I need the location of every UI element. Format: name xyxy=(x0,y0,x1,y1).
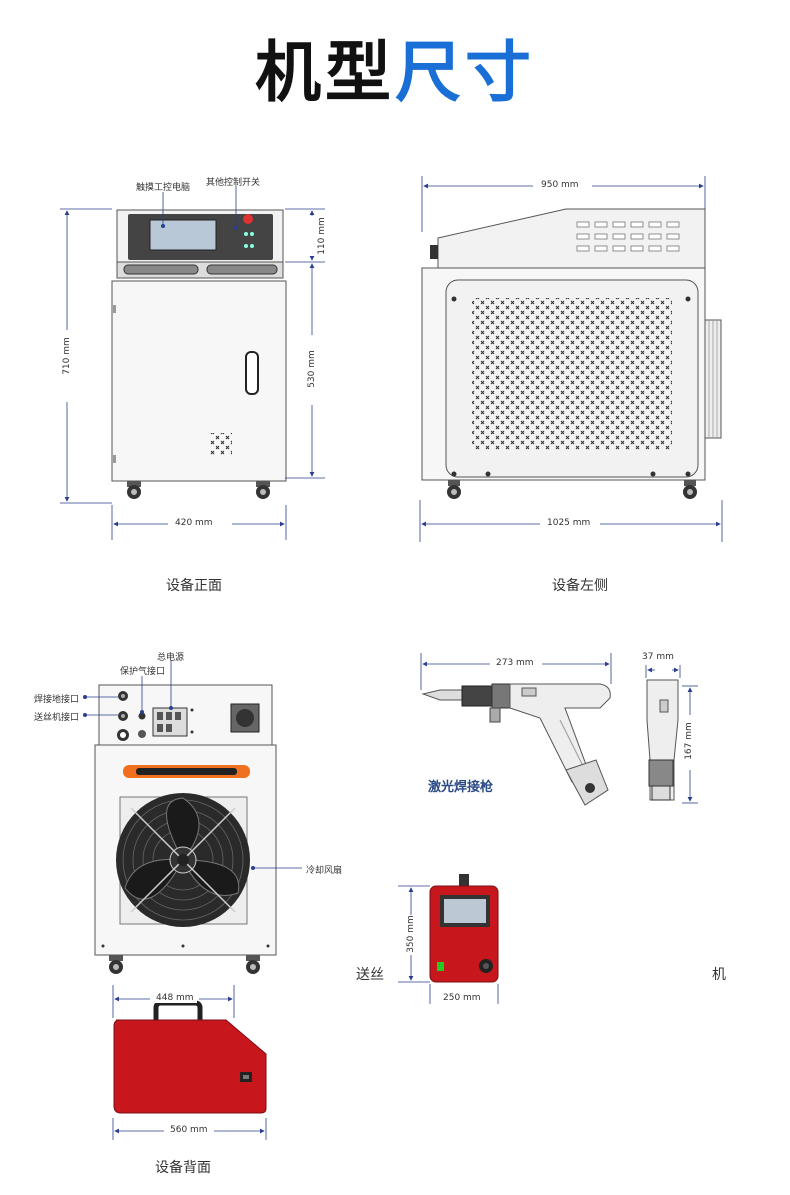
label-weld-ground-port: 焊接地接口 xyxy=(34,695,80,705)
caption-back: 设备背面 xyxy=(155,1160,211,1176)
dim-front-width: 420 mm xyxy=(172,518,216,528)
label-cooling-fan: 冷却风扇 xyxy=(306,866,343,876)
dim-gun-length: 273 mm xyxy=(493,658,537,668)
dim-case-top: 448 mm xyxy=(153,993,197,1003)
caption-feeder-left: 送丝 xyxy=(356,967,384,983)
dim-gun-height: 167 mm xyxy=(684,722,694,760)
page-title: 机型尺寸 xyxy=(0,40,790,106)
back-view xyxy=(83,660,302,974)
caption-feeder-right: 机 xyxy=(712,967,726,983)
dim-gun-width: 37 mm xyxy=(642,652,674,662)
dim-side-top: 950 mm xyxy=(538,180,582,190)
label-wire-feeder-port: 送丝机接口 xyxy=(34,713,80,723)
label-main-power: 总电源 xyxy=(157,653,185,663)
label-gas-port: 保护气接口 xyxy=(120,667,166,677)
label-other-switches: 其他控制开关 xyxy=(206,178,261,188)
side-view xyxy=(419,176,723,542)
title-part2: 尺寸 xyxy=(395,34,535,111)
caption-gun: 激光焊接枪 xyxy=(428,780,494,795)
caption-front: 设备正面 xyxy=(166,578,222,594)
feeder-view xyxy=(398,874,499,1004)
title-part1: 机型 xyxy=(255,34,395,111)
dim-front-body: 530 mm xyxy=(307,350,317,388)
front-view xyxy=(60,186,325,540)
caption-side: 设备左侧 xyxy=(552,578,608,594)
dim-front-top: 110 mm xyxy=(317,217,327,255)
dim-side-bottom: 1025 mm xyxy=(544,518,594,528)
case-view xyxy=(112,985,267,1140)
label-touch-pc: 触摸工控电脑 xyxy=(136,183,191,193)
gun-view xyxy=(420,653,698,806)
dim-feeder-width: 250 mm xyxy=(440,993,484,1003)
dim-front-height: 710 mm xyxy=(62,337,72,375)
dim-feeder-height: 350 mm xyxy=(406,915,416,953)
dim-case-bottom: 560 mm xyxy=(167,1125,211,1135)
